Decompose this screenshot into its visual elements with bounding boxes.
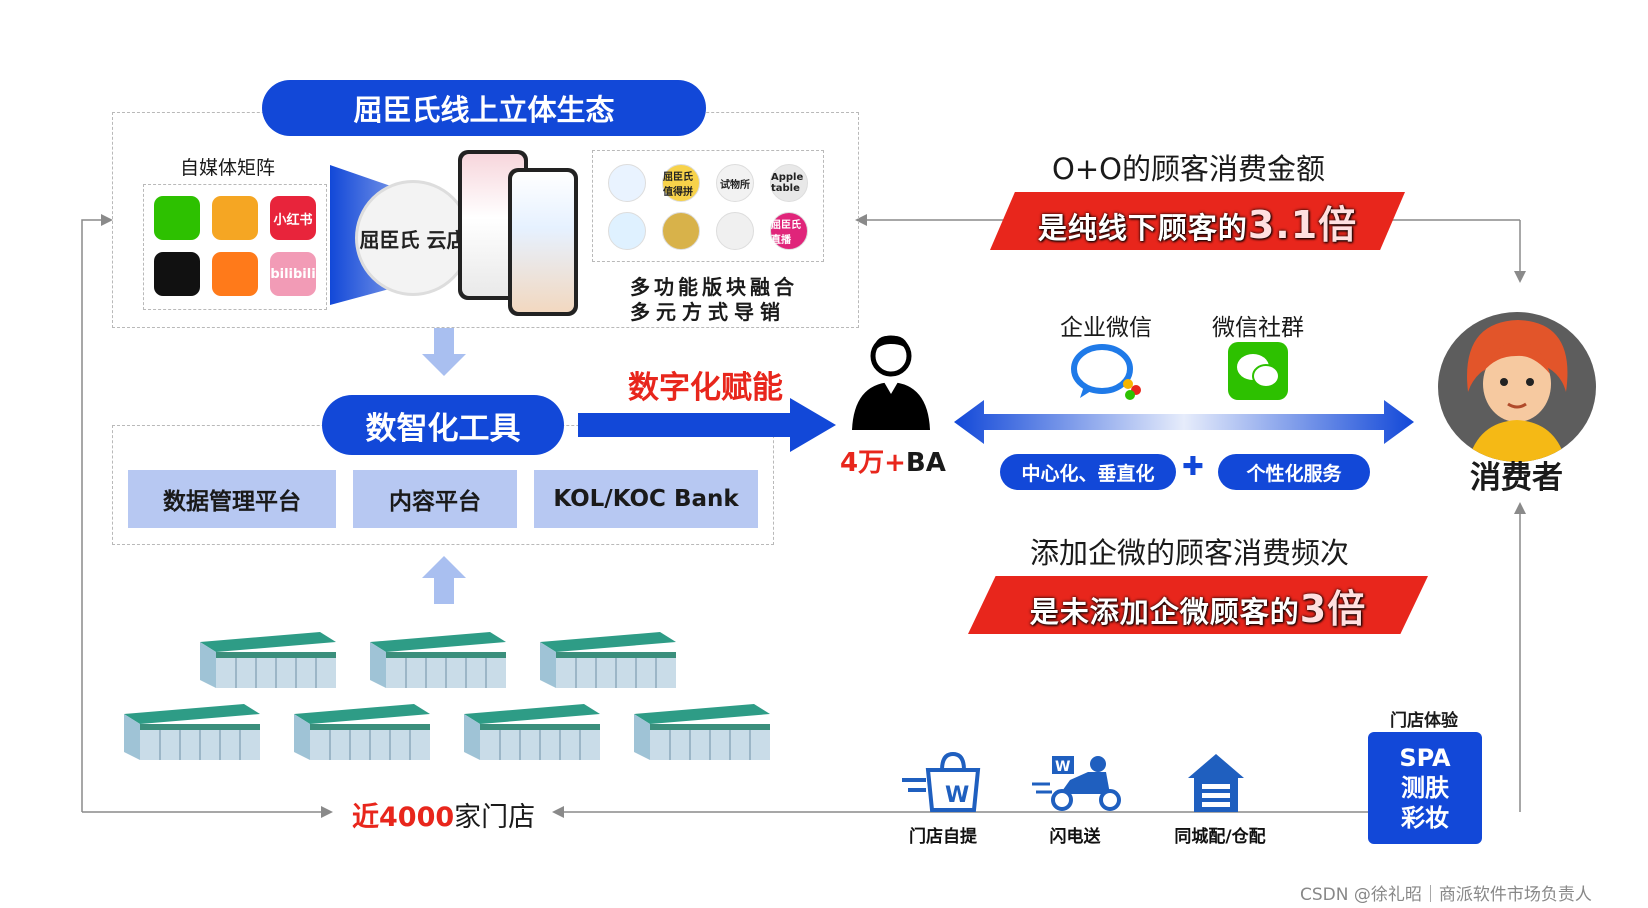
tool-content-platform: 内容平台: [353, 470, 517, 528]
ba-person-icon: [852, 335, 930, 430]
loop-line-left: [81, 214, 113, 812]
wechat-group-label: 微信社群: [1212, 315, 1304, 341]
phone-mockup-front: [508, 168, 578, 316]
module-badge: Apple table: [770, 164, 808, 202]
store-building-icon: [634, 704, 770, 760]
empower-arrow: [578, 398, 836, 452]
douyin-icon: [154, 252, 200, 296]
bilibili-icon: bilibili: [270, 252, 316, 296]
ba-suffix: BA: [905, 448, 946, 478]
double-arrow: [954, 400, 1414, 444]
delivery-label-pickup: 门店自提: [909, 827, 977, 847]
experience-header: 门店体验: [1390, 711, 1458, 731]
store-building-icon: [294, 704, 430, 760]
wechat-group-icon: [1228, 342, 1288, 400]
modules-caption-1: 多功能版块融合: [630, 275, 798, 299]
module-badge: [662, 212, 700, 250]
stat1-multiplier: 3.1倍: [1247, 202, 1358, 247]
consumer-avatar: [1438, 312, 1596, 462]
store-building-icon: [124, 704, 260, 760]
module-badge: [716, 212, 754, 250]
module-badge: 试物所: [716, 164, 754, 202]
cloud-store-logo: 屈臣氏 云店: [355, 180, 471, 296]
cloud-store-logo-text: 屈臣氏 云店: [359, 227, 467, 252]
store-building-icon: [200, 632, 336, 688]
modules-box: [592, 150, 824, 262]
module-badge: 屈臣氏 直播: [770, 212, 808, 250]
tool-data-platform: 数据管理平台: [128, 470, 336, 528]
store-building-icon: [464, 704, 600, 760]
stat1-banner: 是纯线下顾客的3.1倍: [990, 192, 1405, 250]
stat2-headline: 添加企微的顾客消费频次: [1030, 536, 1350, 570]
stat1-banner-text: 是纯线下顾客的: [1037, 210, 1248, 245]
wechat-icon: [154, 196, 200, 240]
stat2-multiplier: 3倍: [1299, 586, 1367, 631]
module-badge: 屈臣氏 值得拼: [662, 164, 700, 202]
delivery-label-city: 同城配/仓配: [1174, 827, 1266, 847]
tool-kol-koc-bank: KOL/KOC Bank: [534, 470, 758, 528]
bag-icon: W: [902, 752, 981, 812]
experience-makeup: 彩妆: [1401, 804, 1449, 832]
store-building-icon: [540, 632, 676, 688]
svg-text:W: W: [945, 783, 969, 808]
self-media-box: [143, 184, 327, 310]
service-personalized: 个性化服务: [1218, 454, 1370, 490]
xiaohongshu-icon: 小红书: [270, 196, 316, 240]
store-building-icon: [370, 632, 506, 688]
experience-box: SPA 测肤 彩妆: [1368, 732, 1482, 844]
watermark: CSDN @徐礼昭｜商派软件市场负责人: [1300, 885, 1592, 905]
online-ecosystem-title: 屈臣氏线上立体生态: [262, 80, 706, 136]
service-plus: ✚: [1182, 452, 1204, 482]
wecom-label: 企业微信: [1060, 315, 1152, 341]
stat2-banner: 是未添加企微顾客的3倍: [968, 576, 1428, 634]
ba-label: 4万+BA: [840, 442, 946, 479]
stat1-headline: O+O的顾客消费金额: [1052, 152, 1325, 186]
stores-suffix: 家门店: [454, 802, 536, 833]
experience-skin-test: 测肤: [1401, 774, 1449, 802]
delivery-label-flash: 闪电送: [1049, 827, 1101, 847]
ba-number: 4万: [840, 448, 885, 478]
consumer-label: 消费者: [1470, 460, 1563, 496]
tools-title: 数智化工具: [322, 395, 564, 455]
service-centralized: 中心化、垂直化: [1000, 454, 1176, 490]
arrow-up-icon: [422, 556, 466, 604]
arrow-down-icon: [422, 328, 466, 376]
stat2-banner-text: 是未添加企微顾客的: [1029, 594, 1300, 629]
experience-spa: SPA: [1399, 744, 1451, 772]
weibo-icon: [212, 196, 258, 240]
module-badge: [608, 164, 646, 202]
stores-label: 近4000家门店: [352, 795, 535, 834]
empower-label: 数字化赋能: [628, 370, 783, 406]
modules-caption-2: 多元方式导销: [630, 300, 786, 324]
module-badge: [608, 212, 646, 250]
svg-text:W: W: [1055, 759, 1070, 775]
scooter-icon: W: [1032, 756, 1121, 811]
self-media-label: 自媒体矩阵: [180, 157, 276, 179]
warehouse-icon: [1188, 754, 1244, 812]
kuaishou-icon: [212, 252, 258, 296]
stores-count: 近4000: [352, 802, 455, 833]
ba-plus: +: [884, 448, 906, 478]
wecom-icon: [1071, 344, 1141, 400]
